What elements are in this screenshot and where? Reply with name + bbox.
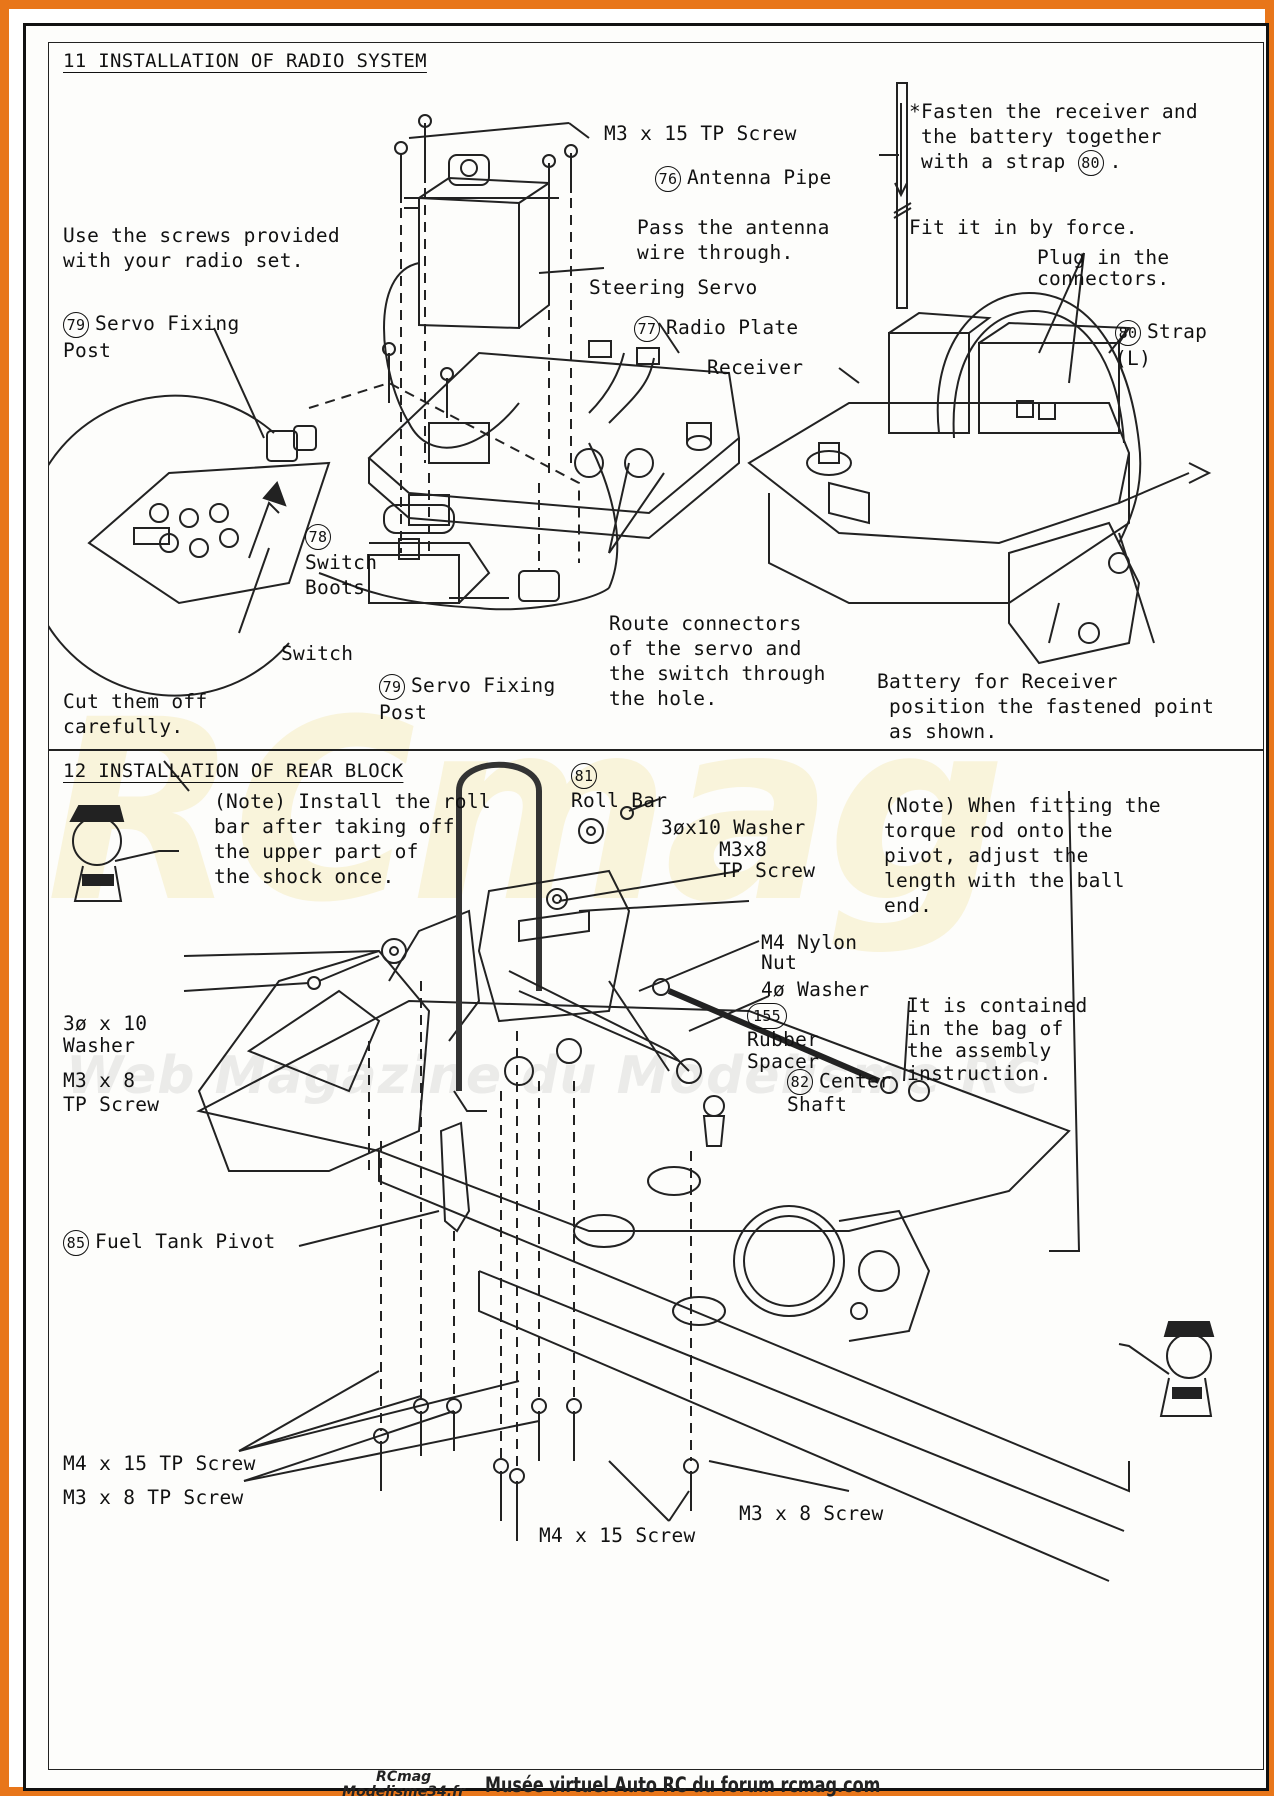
part-number-82: 82 [787,1069,813,1095]
label-cut-them-off: Cut them off carefully. [63,690,208,738]
label-plug-connectors: Plug in the connectors. [1037,246,1170,290]
label-washer-3x10: 3øx10 Washer [661,816,806,839]
label-fit-by-force: Fit it in by force. [909,216,1138,239]
label-m3x15-tp-screw: M3 x 15 TP Screw [604,122,797,145]
watermark-logo: RCmag [46,666,1006,957]
label-m3x8-tp-screw-left: M3 x 8 TP Screw [63,1069,160,1116]
instruction-page: RCmag Web Magazine du Modelisme RC [23,23,1269,1800]
label-switch: Switch [281,642,354,665]
part-number-77: 77 [634,315,660,342]
label-m4x15-tp-screw: M4 x 15 TP Screw [63,1452,256,1475]
label-use-screws: Use the screws provided with your radio … [63,224,340,272]
section-12-rear-block: 12 INSTALLATION OF REAR BLOCK (Note) Ins… [48,750,1264,1770]
label-route-connectors: Route connectors of the servo and the sw… [609,612,826,710]
label-fasten-note: *Fasten the receiver and the battery tog… [909,99,1198,176]
label-battery-note: Battery for Receiver position the fasten… [877,670,1215,743]
rear-block-illustration [69,760,1215,1582]
label-receiver: Receiver [707,356,804,379]
label-antenna-note: Pass the antenna wire through. [637,216,830,264]
section-11-radio-system: 11 INSTALLATION OF RADIO SYSTEM M3 x 15 … [48,42,1264,750]
part-number-76: 76 [655,165,681,192]
label-m4x15-screw: M4 x 15 Screw [539,1524,696,1547]
label-m3x8-tp-screw-top: M3x8 TP Screw [719,838,816,882]
part-number-155: 155 [747,1003,787,1029]
label-note-torque-rod: (Note) When fitting the torque rod onto … [884,794,1161,917]
part-number-78: 78 [305,523,331,550]
label-m3x8-screw: M3 x 8 Screw [739,1502,884,1525]
footer-caption: Musée virtuel Auto RC du forum rcmag.com [484,1773,881,1797]
section-12-title: 12 INSTALLATION OF REAR BLOCK [63,760,404,782]
label-m4-nylon-nut: M4 Nylon Nut [761,931,858,974]
label-3x10-washer: 3ø x 10 Washer [63,1012,148,1057]
part-number-79: 79 [63,311,89,338]
part-number-80b: 80 [1115,319,1141,346]
part-number-80: 80 [1077,149,1104,176]
mascot-left-icon [69,805,179,902]
section-11-title: 11 INSTALLATION OF RADIO SYSTEM [63,50,427,72]
label-steering-servo: Steering Servo [589,276,758,299]
part-number-81: 81 [571,763,597,789]
label-contained-in-bag: It is contained in the bag of the assemb… [907,994,1088,1085]
part-number-79b: 79 [379,673,405,700]
label-m3x8-tp-screw-bottom: M3 x 8 TP Screw [63,1486,244,1509]
label-4-washer: 4ø Washer [761,978,870,1001]
part-number-85: 85 [63,1229,89,1256]
mascot-right-icon [1118,1321,1215,1417]
radio-system-illustration [49,82,1212,697]
label-note-roll-bar: (Note) Install the roll bar after taking… [214,790,491,888]
